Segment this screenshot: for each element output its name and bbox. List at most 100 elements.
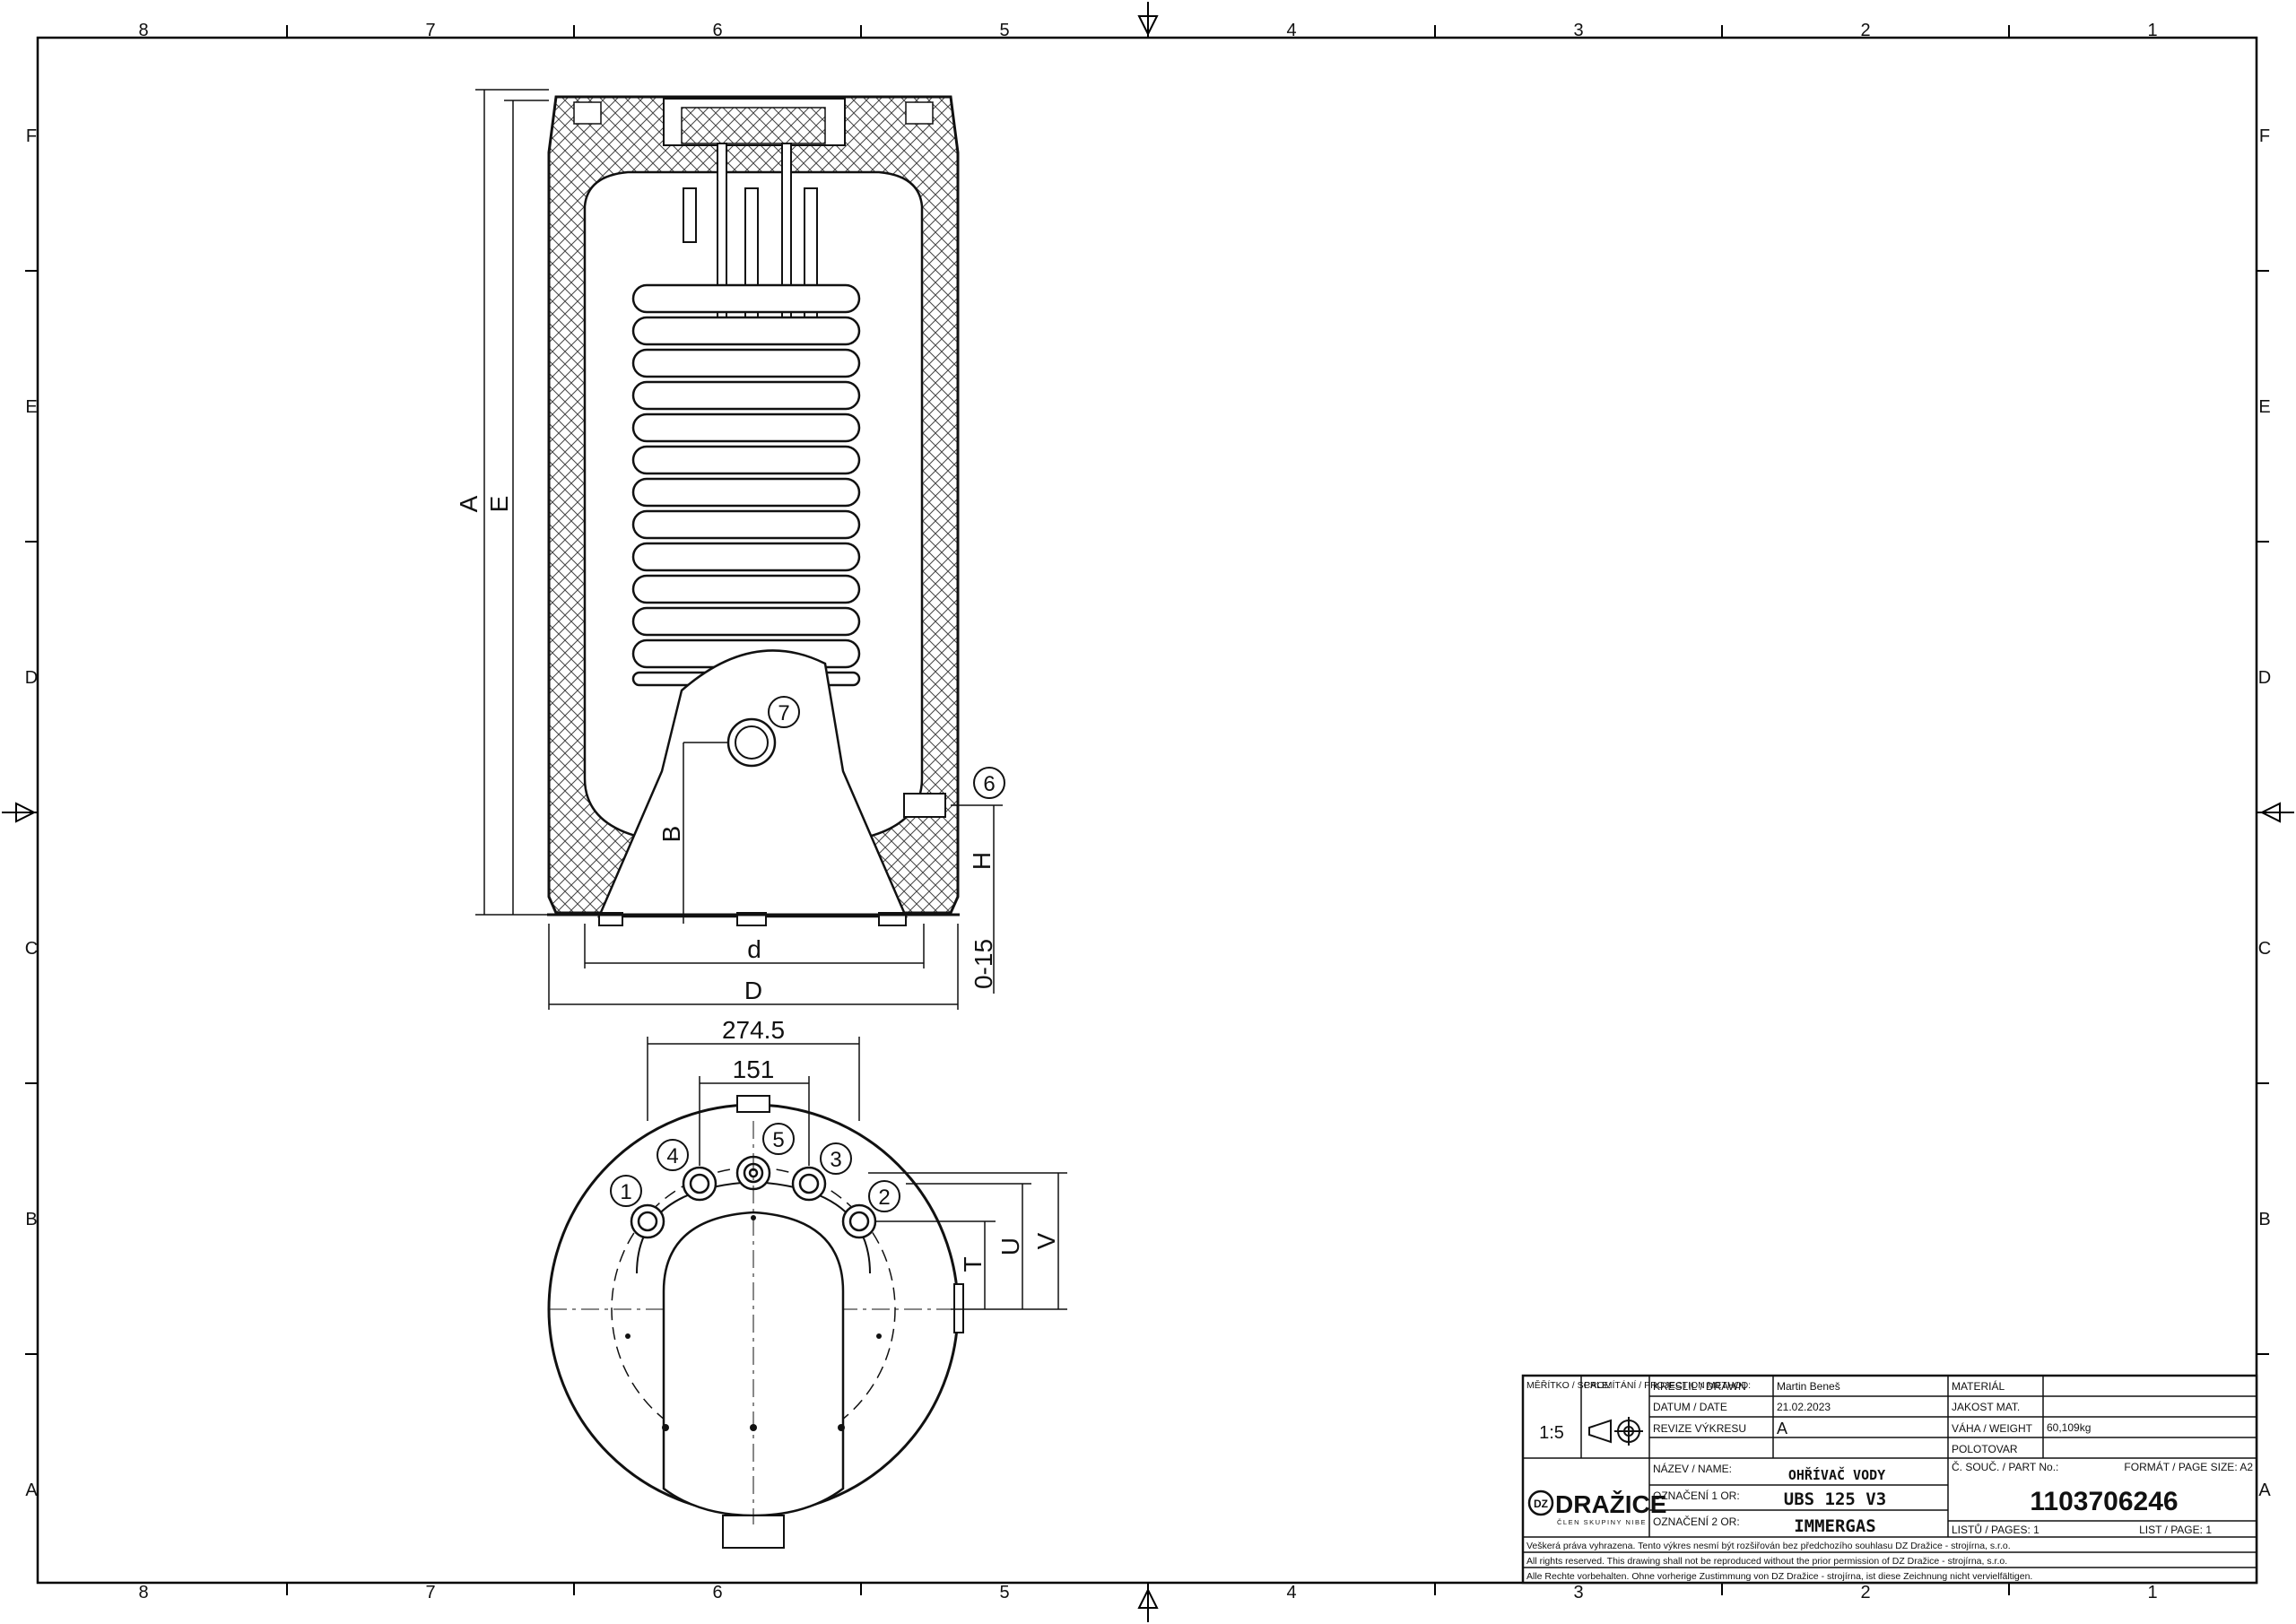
col-label-5-bottom: 5 xyxy=(999,1583,1009,1602)
top-tab-fitting xyxy=(736,1095,770,1113)
projection-method-icon xyxy=(1588,1417,1643,1446)
designation1-label: OZNAČENÍ 1 OR: xyxy=(1653,1489,1740,1502)
dim-label-H: H xyxy=(968,852,996,870)
row-label-B-left: B xyxy=(25,1210,37,1229)
callout-5: 5 xyxy=(762,1123,795,1155)
top-dimension-lines xyxy=(647,1037,1067,1310)
name-value: OHŘÍVAČ VODY xyxy=(1788,1466,1885,1483)
row-label-B-right: B xyxy=(2258,1210,2270,1229)
callout-1-label: 1 xyxy=(620,1180,631,1204)
top-cover-block xyxy=(573,101,602,125)
col-label-8-top: 8 xyxy=(138,21,148,40)
row-label-C-left: C xyxy=(25,939,38,959)
top-ref-dots xyxy=(625,1215,882,1431)
callout-3: 3 xyxy=(820,1142,852,1175)
name-label: NÁZEV / NAME: xyxy=(1653,1462,1732,1475)
top-view xyxy=(547,1037,1067,1549)
callout-6-label: 6 xyxy=(983,772,995,796)
row-label-A-left: A xyxy=(25,1481,38,1500)
callout-7-label: 7 xyxy=(778,701,789,725)
dim-label-d: d xyxy=(747,935,761,963)
note-czech: Veškerá práva vyhrazena. Tento výkres ne… xyxy=(1526,1541,2011,1551)
row-label-F-right: F xyxy=(2259,126,2270,146)
material-label: MATERIÁL xyxy=(1952,1379,2005,1393)
callout-2: 2 xyxy=(868,1180,900,1212)
date-label: DATUM / DATE xyxy=(1653,1401,1727,1413)
port-6-fitting xyxy=(903,793,946,818)
note-german: Alle Rechte vorbehalten. Ohne vorherige … xyxy=(1526,1571,2032,1582)
col-label-7-bottom: 7 xyxy=(425,1583,435,1602)
row-label-A-right: A xyxy=(2258,1481,2271,1500)
designation2-value: IMMERGAS xyxy=(1794,1516,1876,1536)
part-no-label: Č. SOUČ. / PART No.: xyxy=(1952,1460,2058,1473)
port-7-pipe-inner xyxy=(735,725,769,760)
thermostat-housing xyxy=(681,107,826,144)
col-label-4-top: 4 xyxy=(1286,21,1296,40)
col-label-3-top: 3 xyxy=(1573,21,1583,40)
dim-label-V: V xyxy=(1032,1232,1060,1249)
dim-label-T: T xyxy=(959,1256,987,1272)
revision-value: A xyxy=(1777,1420,1787,1437)
col-label-8-bottom: 8 xyxy=(138,1583,148,1602)
logo-subtext: ČLEN SKUPINY NIBE xyxy=(1557,1518,1647,1526)
format-label: FORMÁT / PAGE SIZE: A2 xyxy=(2124,1460,2253,1473)
callout-4-label: 4 xyxy=(666,1144,678,1168)
top-ports xyxy=(630,1155,877,1239)
top-side-fitting xyxy=(953,1283,964,1333)
col-label-6-bottom: 6 xyxy=(712,1583,722,1602)
weight-label: VÁHA / WEIGHT xyxy=(1952,1421,2033,1435)
note-english: All rights reserved. This drawing shall … xyxy=(1526,1556,2007,1567)
col-label-2-top: 2 xyxy=(1860,21,1870,40)
heat-exchanger-coil xyxy=(631,283,861,687)
company-logo: DZ DRAŽICE ČLEN SKUPINY NIBE xyxy=(1527,1489,1666,1526)
callout-3-label: 3 xyxy=(830,1148,841,1172)
scale-label: MĚŘÍTKO / SCALE: xyxy=(1526,1379,1611,1391)
material-quality-label: JAKOST MAT. xyxy=(1952,1401,2020,1413)
date-value: 21.02.2023 xyxy=(1777,1401,1831,1413)
logo-text: DRAŽICE xyxy=(1555,1490,1666,1518)
dim-label-D: D xyxy=(744,977,762,1004)
scale-value: 1:5 xyxy=(1539,1423,1564,1443)
callout-6: 6 xyxy=(973,767,1005,799)
callout-4: 4 xyxy=(657,1139,689,1171)
frame-column-ticks xyxy=(25,25,2269,1595)
row-label-F-left: F xyxy=(26,126,37,146)
title-block: MĚŘÍTKO / SCALE: 1:5 PROMÍTÁNÍ / PROJECT… xyxy=(1521,1374,2258,1585)
logo-badge: DZ xyxy=(1534,1498,1548,1510)
pages-label: LISTŮ / PAGES: 1 xyxy=(1952,1523,2039,1536)
col-label-6-top: 6 xyxy=(712,21,722,40)
drawn-label: KRESLIL / DRAWN xyxy=(1653,1380,1746,1393)
row-label-D-left: D xyxy=(25,668,38,688)
row-label-E-right: E xyxy=(2258,397,2270,417)
designation2-label: OZNAČENÍ 2 OR: xyxy=(1653,1515,1740,1528)
side-section-view xyxy=(475,89,1003,1010)
row-label-D-right: D xyxy=(2258,668,2271,688)
dim-label-U: U xyxy=(996,1238,1024,1255)
col-label-2-bottom: 2 xyxy=(1860,1583,1870,1602)
callout-7: 7 xyxy=(768,696,800,728)
col-label-4-bottom: 4 xyxy=(1286,1583,1296,1602)
dim-label-151: 151 xyxy=(733,1055,775,1083)
revision-label: REVIZE VÝKRESU xyxy=(1653,1421,1746,1435)
page-label: LIST / PAGE: 1 xyxy=(2139,1524,2212,1536)
callout-1: 1 xyxy=(610,1175,642,1207)
designation1-value: UBS 125 V3 xyxy=(1784,1489,1886,1509)
col-label-1-top: 1 xyxy=(2147,21,2157,40)
col-label-5-top: 5 xyxy=(999,21,1009,40)
weight-value: 60,109kg xyxy=(2047,1421,2091,1434)
dim-label-A: A xyxy=(455,495,483,512)
dim-label-E: E xyxy=(485,496,513,513)
semi-product-label: POLOTOVAR xyxy=(1952,1443,2018,1455)
dim-label-B: B xyxy=(657,826,685,843)
col-label-3-bottom: 3 xyxy=(1573,1583,1583,1602)
part-no-value: 1103706246 xyxy=(2030,1487,2178,1516)
col-label-7-top: 7 xyxy=(425,21,435,40)
row-label-C-right: C xyxy=(2258,939,2271,959)
col-label-1-bottom: 1 xyxy=(2147,1583,2157,1602)
dim-label-clearance: 0-15 xyxy=(970,939,997,989)
dim-label-274-5: 274.5 xyxy=(722,1016,785,1044)
top-cover-block-right xyxy=(905,101,934,125)
side-dimension-lines xyxy=(475,89,1003,1010)
